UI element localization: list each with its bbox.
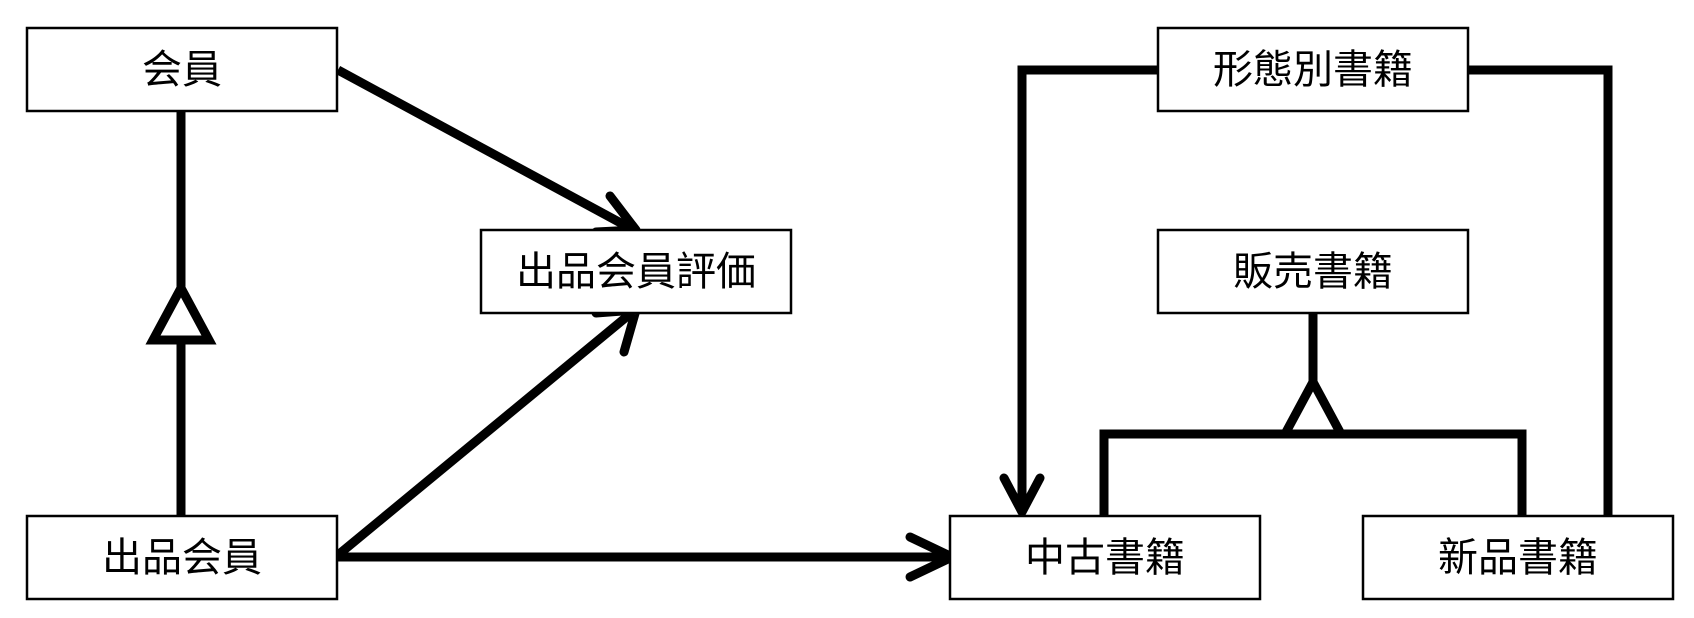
generalization-triangle-sale-books: [1277, 372, 1349, 439]
class-label-member: 会員: [142, 47, 222, 93]
arrowhead-format-to-used: [999, 473, 1045, 517]
class-box-format-books: 形態別書籍: [1156, 26, 1470, 113]
line-seller-to-rating: [335, 310, 633, 559]
class-label-seller-member: 出品会員: [102, 535, 262, 581]
class-box-sale-books: 販売書籍: [1156, 228, 1470, 315]
class-box-member: 会員: [25, 26, 339, 113]
line-member-to-rating: [335, 66, 633, 232]
class-box-seller-member: 出品会員: [25, 514, 339, 601]
line-format-to-new: [1467, 65, 1613, 515]
class-box-seller-rating: 出品会員評価: [479, 228, 793, 315]
class-box-used-books: 中古書籍: [948, 514, 1262, 601]
class-label-new-books: 新品書籍: [1438, 535, 1598, 581]
generalization-triangle-member: [145, 278, 217, 345]
class-label-format-books: 形態別書籍: [1213, 47, 1413, 93]
class-label-seller-rating: 出品会員評価: [516, 249, 756, 295]
class-label-used-books: 中古書籍: [1025, 535, 1185, 581]
class-box-new-books: 新品書籍: [1361, 514, 1675, 601]
line-sale-books-branches: [1099, 429, 1527, 515]
class-label-sale-books: 販売書籍: [1233, 249, 1393, 295]
line-format-to-used: [1017, 65, 1158, 508]
